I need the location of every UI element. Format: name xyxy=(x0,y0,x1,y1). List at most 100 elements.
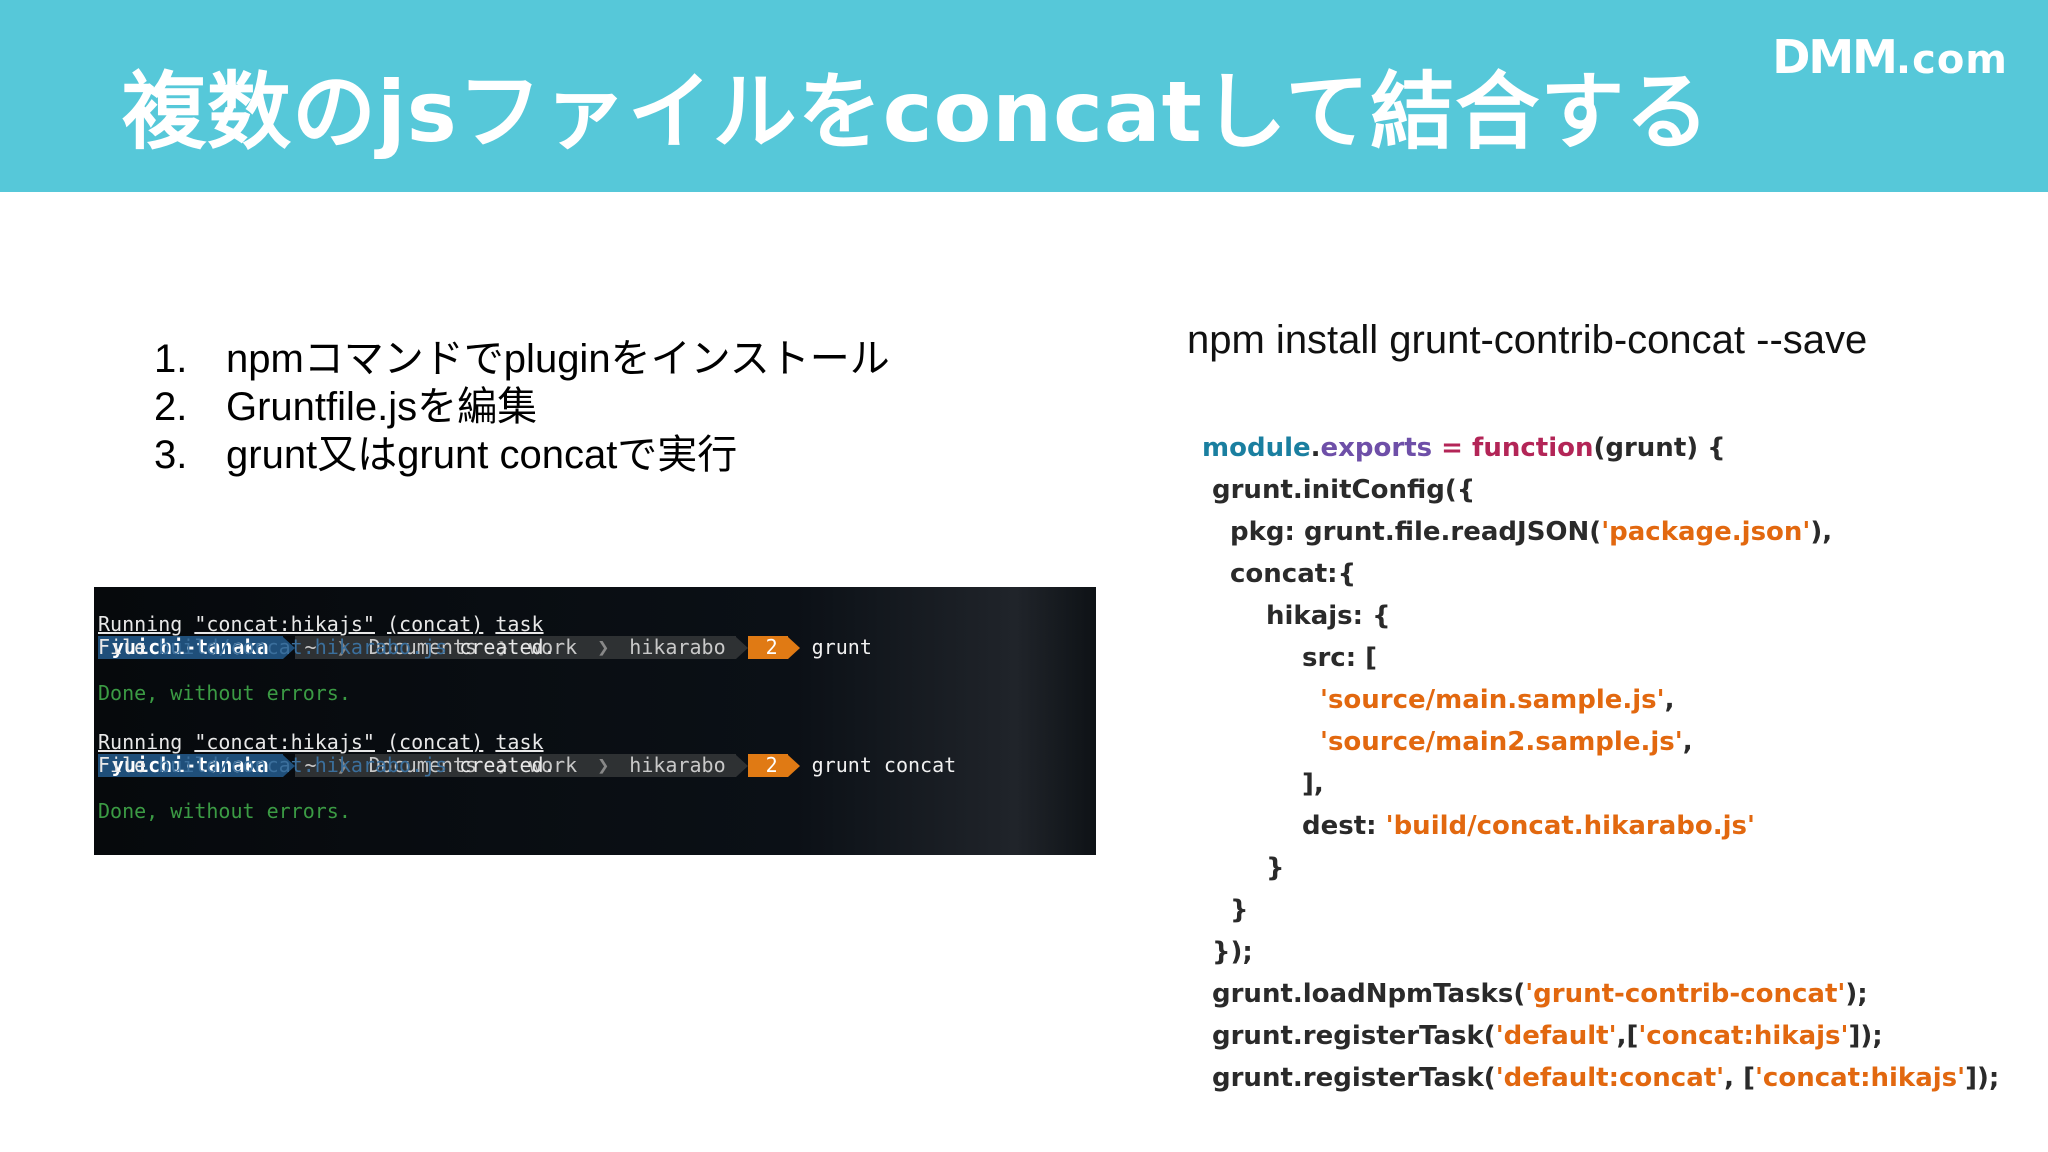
step-number: 2. xyxy=(154,385,188,429)
prompt-arrow-icon xyxy=(282,754,295,777)
code-line: } xyxy=(1266,853,1285,883)
step-item: 3. grunt又はgrunt concatで実行 xyxy=(154,431,890,479)
chevron-right-icon: ❯ xyxy=(497,753,510,777)
code-string: 'default:concat' xyxy=(1495,1063,1725,1093)
terminal-done: Done, without errors. xyxy=(98,799,351,823)
step-text: Gruntfile.jsを編集 xyxy=(226,385,538,429)
running-concat: (concat) xyxy=(387,730,484,754)
terminal-output-line: File build/concat.hikarabo.js created. xyxy=(98,636,556,659)
slide-header: 複数のjsファイルをconcatして結合する DMM.com xyxy=(0,0,2048,192)
prompt-count: 2 xyxy=(747,754,788,777)
terminal-output-line: Running "concat:hikajs" (concat) task xyxy=(98,613,544,636)
prompt-path: ~ ❯ Documents ❯ work ❯ hikarabo xyxy=(294,635,736,659)
prompt-arrow-icon xyxy=(735,636,748,659)
code-token: = xyxy=(1432,433,1473,463)
chevron-right-icon: ❯ xyxy=(336,635,349,659)
terminal-prompt: yuichi-tanaka ~❯Documents❯work❯hikarabo … xyxy=(98,826,824,849)
terminal-output-line: Running "concat:hikajs" (concat) task xyxy=(98,731,544,754)
slide-title: 複数のjsファイルをconcatして結合する xyxy=(122,63,1711,161)
code-token: ]); xyxy=(1848,1021,1883,1051)
code-string: 'source/main.sample.js' xyxy=(1320,685,1665,715)
chevron-right-icon: ❯ xyxy=(597,635,610,659)
terminal-screenshot: yuichi-tanaka ~❯Documents❯work❯hikarabo … xyxy=(94,587,1096,855)
terminal-command: grunt concat xyxy=(811,753,957,777)
prompt-user: yuichi-tanaka xyxy=(98,754,283,777)
code-token: function xyxy=(1472,433,1594,463)
path-dir: hikarabo xyxy=(629,635,726,659)
terminal-prompt: yuichi-tanaka ~❯Documents❯work❯hikarabo … xyxy=(98,708,956,777)
code-token: exports xyxy=(1320,433,1433,463)
path-dir: hikarabo xyxy=(629,753,726,777)
code-string: 'concat:hikajs' xyxy=(1638,1021,1849,1051)
prompt-arrow-icon xyxy=(735,754,748,777)
prompt-arrow-icon xyxy=(282,636,295,659)
gruntfile-code: module.exports = function(grunt) { grunt… xyxy=(1202,427,1999,1099)
terminal-command: grunt xyxy=(811,635,872,659)
code-token: , xyxy=(1682,727,1693,757)
code-token: ), xyxy=(1810,517,1833,547)
prompt-user: yuichi-tanaka xyxy=(98,636,283,659)
prompt-path: ~ ❯ Documents ❯ work ❯ hikarabo xyxy=(294,753,736,777)
running-suffix: task xyxy=(495,730,544,754)
code-string: 'default' xyxy=(1495,1021,1617,1051)
path-dir: Documents xyxy=(368,635,478,659)
code-token: ]); xyxy=(1965,1063,2000,1093)
install-command: npm install grunt-contrib-concat --save xyxy=(1187,318,1868,362)
code-line: concat:{ xyxy=(1230,559,1357,589)
chevron-right-icon: ❯ xyxy=(597,753,610,777)
prompt-arrow-icon xyxy=(787,636,800,659)
code-token: , xyxy=(1664,685,1675,715)
step-item: 1. npmコマンドでpluginをインストール xyxy=(154,335,890,383)
code-token: , [ xyxy=(1724,1063,1755,1093)
running-task: "concat:hikajs" xyxy=(194,612,375,636)
file-word: File xyxy=(98,635,147,659)
code-line: 'source/main.sample.js', xyxy=(1320,679,2048,721)
path-dir: work xyxy=(529,753,578,777)
running-word: Running xyxy=(98,612,183,636)
code-line: }); xyxy=(1212,937,1253,967)
code-line: } xyxy=(1230,895,1249,925)
logo-brand: DMM xyxy=(1772,30,1898,84)
code-token: ); xyxy=(1845,979,1868,1009)
code-string: 'grunt-contrib-concat' xyxy=(1525,979,1846,1009)
code-line: grunt.registerTask('default:concat', ['c… xyxy=(1212,1057,1999,1099)
code-token: (grunt) { xyxy=(1593,433,1726,463)
code-line: hikajs: { xyxy=(1266,601,1391,631)
step-text: npmコマンドでpluginをインストール xyxy=(226,337,890,381)
file-path: build/concat.hikarabo.js xyxy=(158,753,448,777)
code-line: ], xyxy=(1302,769,1324,799)
code-line: grunt.loadNpmTasks('grunt-contrib-concat… xyxy=(1212,973,1999,1015)
path-dir: Documents xyxy=(368,753,478,777)
file-created: created. xyxy=(459,635,556,659)
logo-suffix: .com xyxy=(1895,37,2008,83)
step-number: 1. xyxy=(154,337,188,381)
path-dir: work xyxy=(529,635,578,659)
code-line: src: [ xyxy=(1302,643,1378,673)
running-word: Running xyxy=(98,730,183,754)
code-token: dest: xyxy=(1302,811,1386,841)
code-line: module.exports = function(grunt) { xyxy=(1202,427,1989,469)
terminal-prompt: yuichi-tanaka ~❯Documents❯work❯hikarabo … xyxy=(98,590,872,659)
steps-list: 1. npmコマンドでpluginをインストール 2. Gruntfile.jsを編… xyxy=(154,335,890,479)
code-token: . xyxy=(1310,433,1321,463)
running-task: "concat:hikajs" xyxy=(194,730,375,754)
code-line: grunt.registerTask('default',['concat:hi… xyxy=(1212,1015,1999,1057)
step-number: 3. xyxy=(154,433,188,477)
code-token: grunt.loadNpmTasks( xyxy=(1212,979,1526,1009)
chevron-right-icon: ❯ xyxy=(497,635,510,659)
code-string: 'package.json' xyxy=(1601,517,1811,547)
code-line: dest: 'build/concat.hikarabo.js' xyxy=(1302,805,2048,847)
file-path: build/concat.hikarabo.js xyxy=(158,635,448,659)
code-token: grunt.registerTask( xyxy=(1212,1063,1496,1093)
path-home: ~ xyxy=(304,753,317,777)
terminal-done: Done, without errors. xyxy=(98,681,351,705)
running-concat: (concat) xyxy=(387,612,484,636)
code-string: 'concat:hikajs' xyxy=(1754,1063,1966,1093)
path-home: ~ xyxy=(304,635,317,659)
code-string: 'build/concat.hikarabo.js' xyxy=(1385,811,1755,841)
step-text: grunt又はgrunt concatで実行 xyxy=(226,433,738,477)
code-token: pkg: grunt.file.readJSON( xyxy=(1230,517,1602,547)
chevron-right-icon: ❯ xyxy=(336,753,349,777)
code-line: 'source/main2.sample.js', xyxy=(1320,721,2048,763)
file-created: created. xyxy=(459,753,556,777)
